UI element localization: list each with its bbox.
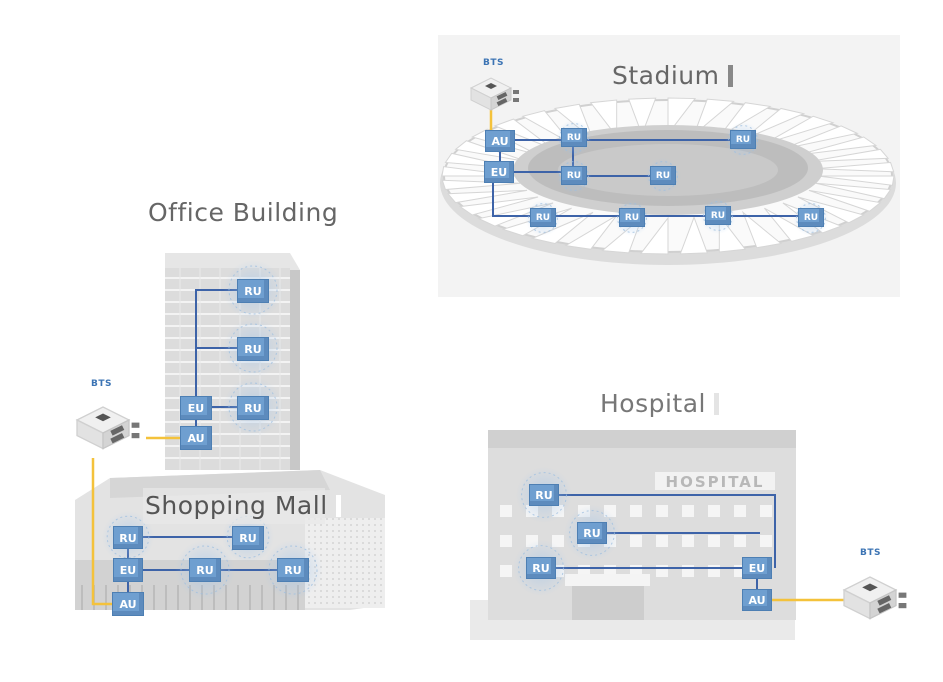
- unit-eu-stadium: EU: [484, 161, 514, 183]
- stadium-roof-fins: [441, 97, 895, 255]
- bts-label-office: BTS: [91, 379, 112, 389]
- office-title-text: Office Building: [148, 198, 339, 227]
- unit-ru-mall: RU: [232, 526, 264, 550]
- title-bar-icon: [336, 495, 342, 517]
- bts-server-office: [76, 406, 141, 450]
- bts-server-hospital: [843, 576, 908, 620]
- bts-label-hospital: BTS: [860, 548, 881, 558]
- unit-ru-hospital: RU: [526, 557, 556, 579]
- title-bar-icon: [727, 65, 733, 87]
- mall-title: Shopping Mall: [145, 491, 342, 520]
- hospital-title: Hospital: [600, 389, 720, 418]
- unit-ru-stadium: RU: [561, 128, 587, 147]
- hospital-sign: HOSPITAL: [666, 473, 765, 491]
- unit-ru-stadium: RU: [619, 208, 645, 227]
- unit-ru-hospital: RU: [529, 484, 559, 506]
- unit-au-stadium: AU: [485, 130, 515, 152]
- bts-label-stadium: BTS: [483, 58, 504, 68]
- unit-ru-hospital: RU: [577, 522, 607, 544]
- unit-ru-stadium: RU: [650, 166, 676, 185]
- unit-au-mall: AU: [112, 592, 144, 616]
- hospital-title-text: Hospital: [600, 389, 707, 418]
- unit-ru-stadium: RU: [730, 130, 756, 149]
- unit-ru-stadium: RU: [798, 208, 824, 227]
- unit-ru-office: RU: [237, 279, 269, 303]
- unit-ru-office: RU: [237, 396, 269, 420]
- office-title: Office Building: [148, 198, 338, 227]
- mall-fiber-link: [91, 458, 112, 606]
- unit-ru-mall: RU: [113, 526, 143, 549]
- unit-ru-stadium: RU: [705, 206, 731, 225]
- unit-au-office: AU: [180, 426, 212, 450]
- unit-au-hospital: AU: [742, 589, 772, 611]
- mall-title-text: Shopping Mall: [145, 491, 328, 520]
- title-bar-icon: [714, 393, 720, 415]
- unit-eu-mall: EU: [113, 558, 143, 582]
- unit-eu-office: EU: [180, 396, 212, 420]
- unit-ru-stadium: RU: [561, 166, 587, 185]
- stadium-title: Stadium: [612, 61, 733, 90]
- unit-ru-stadium: RU: [530, 208, 556, 227]
- unit-ru-mall: RU: [189, 558, 221, 582]
- stadium-title-text: Stadium: [612, 61, 720, 90]
- unit-eu-hospital: EU: [742, 557, 772, 579]
- unit-ru-mall: RU: [277, 558, 309, 582]
- unit-ru-office: RU: [237, 337, 269, 361]
